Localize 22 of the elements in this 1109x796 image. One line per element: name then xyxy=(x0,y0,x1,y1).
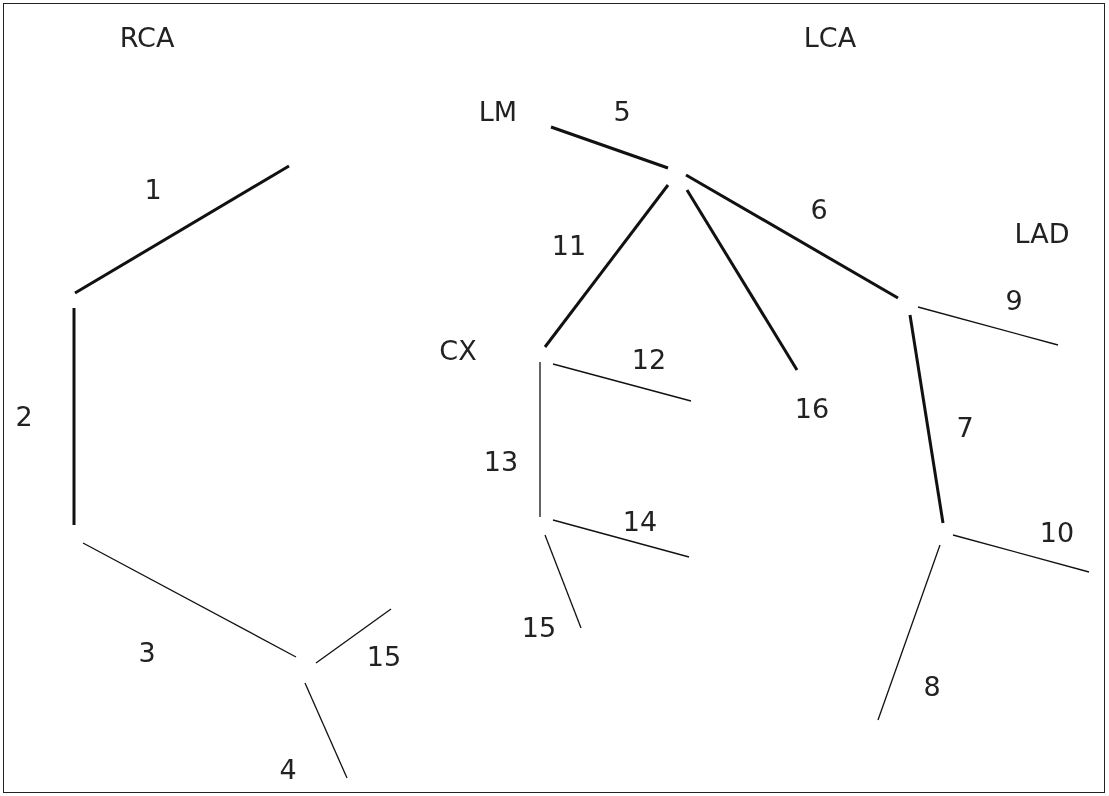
segment-number: 12 xyxy=(631,345,667,373)
vessel-name: LM xyxy=(478,97,518,125)
segment-number: 6 xyxy=(810,195,828,223)
vessel-name: CX xyxy=(439,336,477,364)
segment-number: 10 xyxy=(1039,518,1075,546)
vessel-name: RCA xyxy=(119,23,175,51)
segment-number: 4 xyxy=(279,755,297,783)
segment-number: 11 xyxy=(551,231,587,259)
segment-number: 9 xyxy=(1005,286,1023,314)
segment-number: 16 xyxy=(794,394,830,422)
segment-number: 7 xyxy=(956,413,974,441)
segment-number: 3 xyxy=(138,638,156,666)
segment-number: 14 xyxy=(622,507,658,535)
segment-number: 13 xyxy=(483,447,519,475)
segment-number: 15 xyxy=(366,642,402,670)
vessel-name: LAD xyxy=(1014,219,1070,247)
segment-number: 15 xyxy=(521,613,557,641)
segment-number: 2 xyxy=(15,402,33,430)
vessel-name: LCA xyxy=(803,23,857,51)
segment-number: 5 xyxy=(613,97,631,125)
segment-number: 1 xyxy=(144,175,162,203)
segment-number: 8 xyxy=(923,672,941,700)
